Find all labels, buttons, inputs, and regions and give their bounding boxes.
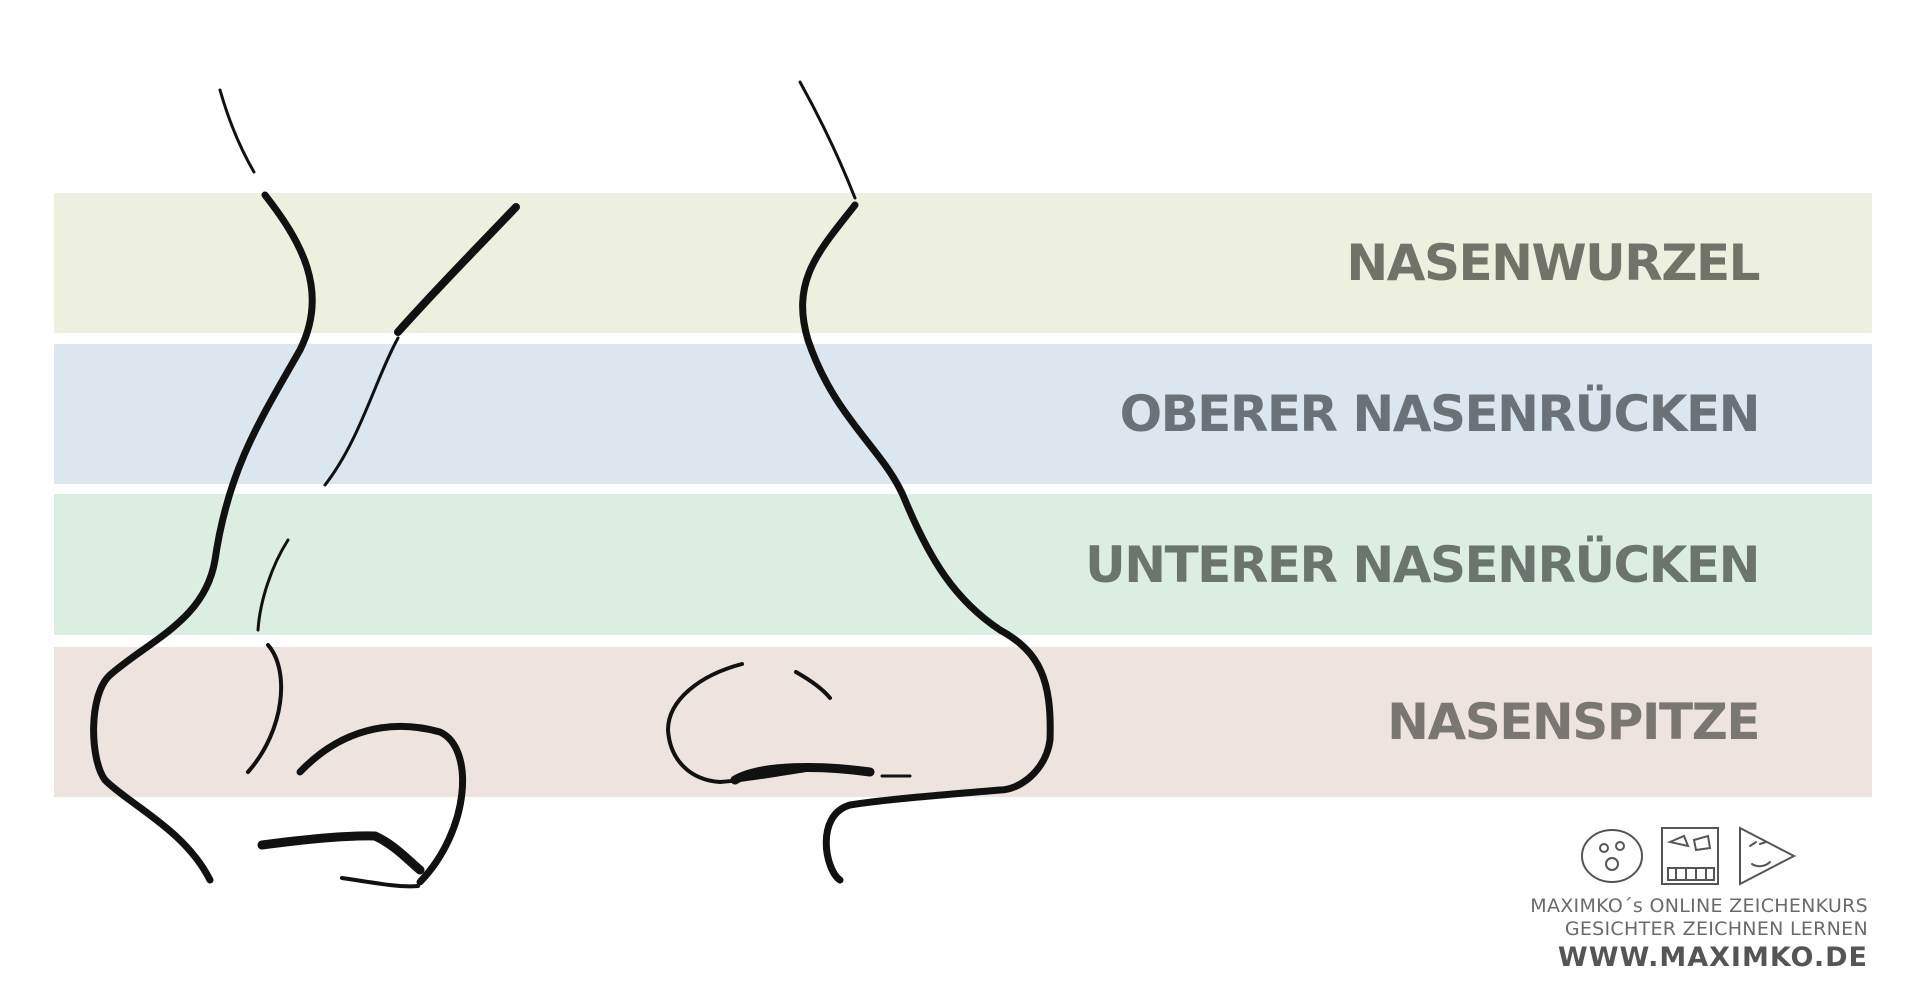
- band-nasenspitze: NASENSPITZE: [54, 647, 1872, 797]
- nostril-under: [340, 876, 420, 889]
- logo-face-square-icon: [1661, 827, 1719, 885]
- band-label-nasenspitze: NASENSPITZE: [1387, 693, 1760, 751]
- band-unterer-nasenruecken: UNTERER NASENRÜCKEN: [54, 494, 1872, 635]
- logo-face-circle-icon: [1581, 829, 1643, 883]
- band-label-unterer-nasenruecken: UNTERER NASENRÜCKEN: [1085, 535, 1760, 594]
- band-label-oberer-nasenruecken: OBERER NASENRÜCKEN: [1119, 385, 1761, 443]
- profile-brow: [798, 80, 857, 200]
- band-oberer-nasenruecken: OBERER NASENRÜCKEN: [54, 344, 1872, 484]
- maximko-logo: [1581, 826, 1797, 886]
- band-label-nasenwurzel: NASENWURZEL: [1346, 234, 1760, 292]
- band-nasenwurzel: NASENWURZEL: [54, 193, 1872, 333]
- brand-website: WWW.MAXIMKO.DE: [1557, 942, 1868, 973]
- logo-face-triangle-icon: [1739, 826, 1797, 886]
- brow-stroke-left: [218, 88, 256, 174]
- brand-course-name: MAXIMKO´s ONLINE ZEICHENKURS: [1530, 895, 1868, 917]
- nostril-base: [257, 831, 425, 875]
- brand-course-subtitle: GESICHTER ZEICHNEN LERNEN: [1564, 918, 1868, 940]
